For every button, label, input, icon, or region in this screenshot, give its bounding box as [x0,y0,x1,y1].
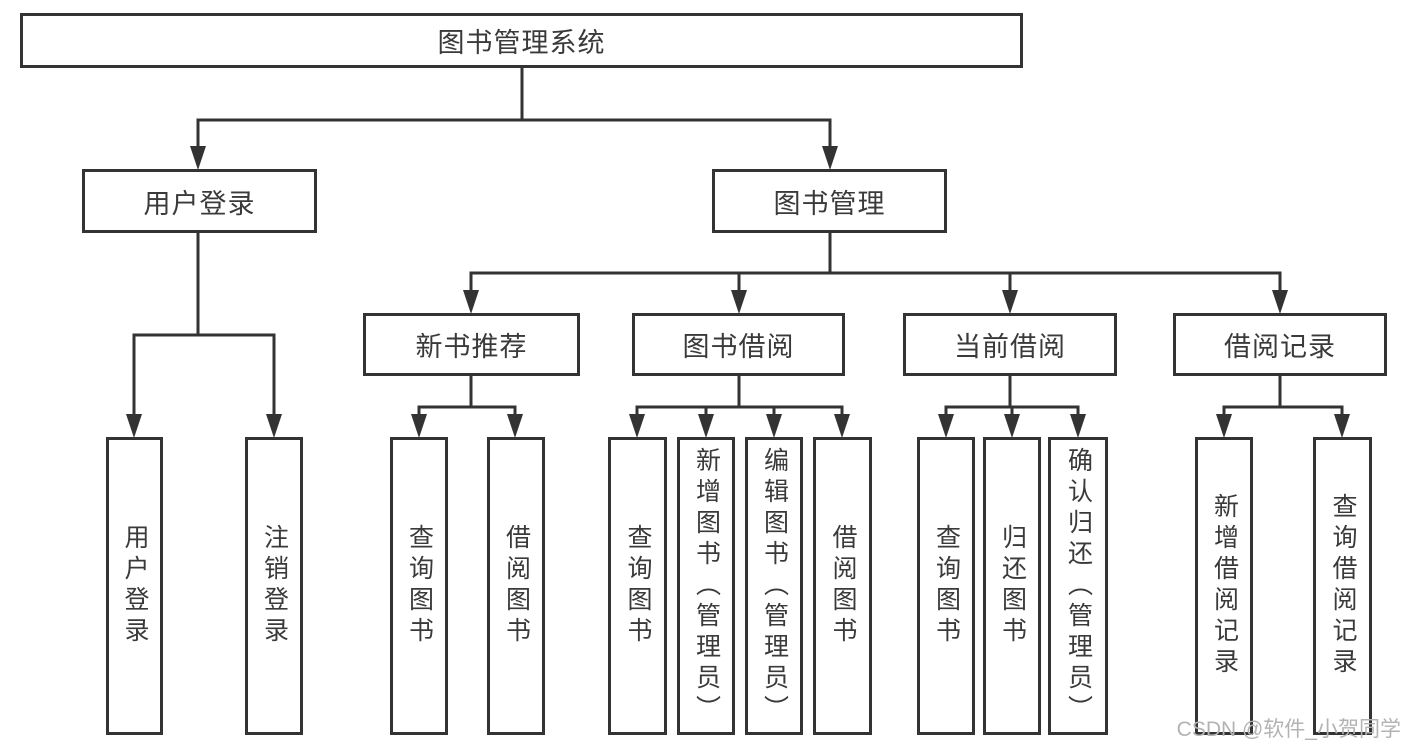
leaf-current-confirm-label: 确认归还（管理员） [1064,446,1093,726]
connector-bookmgmt-to-level3 [463,231,1288,314]
leaf-logout-label: 注销登录 [260,524,289,648]
node-book-mgmt: 图书管理 [712,169,947,233]
leaf-borrowing-edit-label: 编辑图书（管理员） [760,446,789,726]
node-new-books-label: 新书推荐 [415,332,528,362]
leaf-borrowing-borrow-label: 借阅图书 [829,524,857,648]
node-borrow-records-label: 借阅记录 [1224,332,1336,362]
leaf-user-login-label: 用户登录 [121,524,149,648]
leaf-current-query: 查询图书 [917,437,975,735]
watermark: CSDN @软件_小贺同学 [1176,718,1401,741]
leaf-borrowing-borrow: 借阅图书 [813,437,872,735]
node-user-login-label: 用户登录 [143,188,256,219]
node-book-borrowing-label: 图书借阅 [682,332,795,362]
leaf-records-add-label: 新增借阅记录 [1210,493,1239,679]
connector-newbooks-to-leaves [411,374,523,438]
leaf-newbooks-query: 查询图书 [390,437,448,735]
leaf-newbooks-query-label: 查询图书 [405,524,434,648]
node-book-borrowing: 图书借阅 [632,313,845,376]
leaf-borrowing-add: 新增图书（管理员） [677,437,735,735]
leaf-user-login: 用户登录 [106,437,163,735]
leaf-current-confirm: 确认归还（管理员） [1048,437,1108,735]
leaf-borrowing-query: 查询图书 [608,437,667,735]
leaf-current-return: 归还图书 [983,437,1041,735]
leaf-current-return-label: 归还图书 [998,524,1027,648]
connector-userlogin-to-leaves [126,231,282,438]
leaf-current-query-label: 查询图书 [932,524,961,648]
leaf-records-query: 查询借阅记录 [1313,437,1372,735]
node-book-mgmt-label: 图书管理 [773,188,886,219]
leaf-borrowing-add-label: 新增图书（管理员） [692,446,721,726]
connector-root-to-level2 [190,64,838,170]
connector-borrowing-to-leaves [629,374,850,438]
connector-records-to-leaves [1216,374,1350,438]
node-borrow-records: 借阅记录 [1173,313,1387,376]
node-new-books: 新书推荐 [363,313,580,376]
node-user-login: 用户登录 [82,169,317,233]
node-current-borrowing-label: 当前借阅 [954,332,1066,362]
node-root-label: 图书管理系统 [437,28,606,58]
node-current-borrowing: 当前借阅 [903,313,1117,376]
node-root: 图书管理系统 [20,13,1023,68]
connector-current-to-leaves [938,374,1086,438]
leaf-newbooks-borrow-label: 借阅图书 [502,524,531,648]
leaf-records-add: 新增借阅记录 [1195,437,1253,735]
leaf-borrowing-edit: 编辑图书（管理员） [745,437,803,735]
leaf-newbooks-borrow: 借阅图书 [487,437,545,735]
leaf-borrowing-query-label: 查询图书 [624,524,652,648]
leaf-logout: 注销登录 [245,437,303,735]
leaf-records-query-label: 查询借阅记录 [1329,493,1357,679]
